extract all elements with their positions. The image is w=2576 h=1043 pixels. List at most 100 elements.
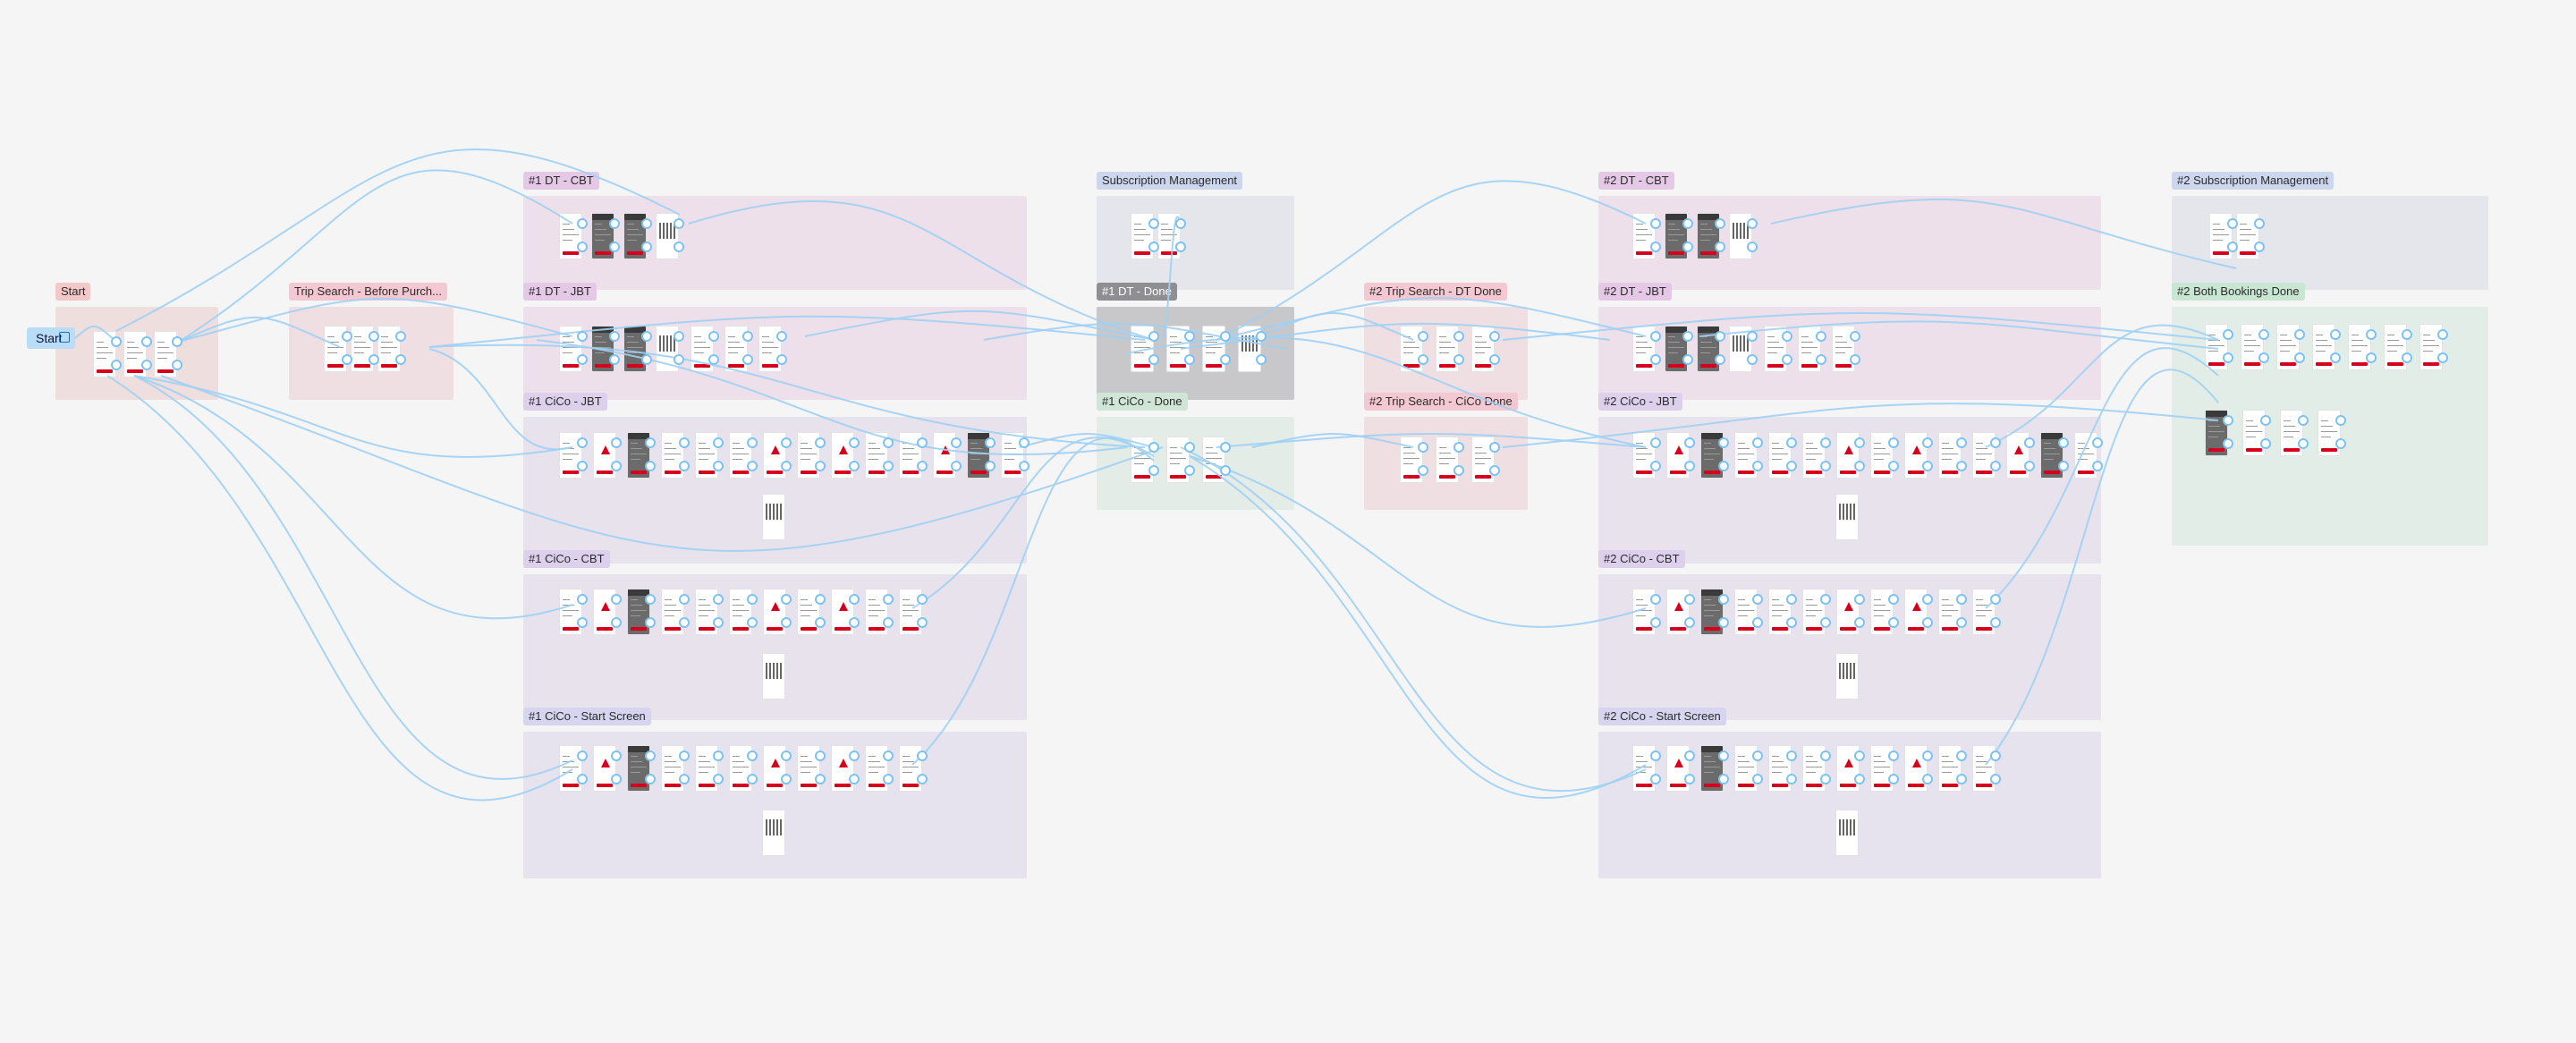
screen-frame[interactable] (1632, 745, 1656, 792)
hotspot-node[interactable] (747, 437, 758, 448)
hotspot-node[interactable] (713, 750, 724, 761)
hotspot-node[interactable] (172, 360, 182, 370)
hotspot-node[interactable] (1650, 617, 1661, 628)
hotspot-node[interactable] (2335, 415, 2346, 426)
hotspot-node[interactable] (1175, 218, 1186, 229)
hotspot-node[interactable] (609, 242, 620, 252)
screen-frame[interactable] (1157, 213, 1181, 259)
screen-frame[interactable] (1835, 653, 1859, 700)
hotspot-node[interactable] (679, 774, 690, 784)
hotspot-node[interactable] (917, 594, 928, 605)
hotspot-node[interactable] (1820, 437, 1831, 448)
hotspot-node[interactable] (1220, 442, 1231, 453)
hotspot-node[interactable] (1184, 354, 1195, 365)
hotspot-node[interactable] (1747, 354, 1758, 365)
hotspot-node[interactable] (708, 331, 719, 342)
section-label-cico1-start-screen[interactable]: #1 CiCo - Start Screen (523, 708, 651, 725)
hotspot-node[interactable] (395, 354, 406, 365)
hotspot-node[interactable] (1718, 437, 1729, 448)
hotspot-node[interactable] (1718, 774, 1729, 784)
hotspot-node[interactable] (1220, 465, 1231, 476)
hotspot-node[interactable] (2298, 438, 2309, 449)
screen-frame[interactable] (762, 810, 785, 856)
screen-frame[interactable] (758, 326, 782, 372)
hotspot-node[interactable] (1922, 750, 1933, 761)
screen-frame[interactable] (797, 745, 820, 792)
hotspot-node[interactable] (577, 774, 588, 784)
hotspot-node[interactable] (369, 354, 379, 365)
hotspot-node[interactable] (713, 594, 724, 605)
hotspot-node[interactable] (1682, 331, 1693, 342)
section-label-cico2-cbt[interactable]: #2 CiCo - CBT (1598, 550, 1685, 568)
hotspot-node[interactable] (674, 218, 684, 229)
hotspot-node[interactable] (747, 750, 758, 761)
hotspot-node[interactable] (1256, 354, 1267, 365)
hotspot-node[interactable] (1148, 465, 1159, 476)
hotspot-node[interactable] (577, 331, 588, 342)
hotspot-node[interactable] (1888, 617, 1899, 628)
hotspot-node[interactable] (395, 331, 406, 342)
screen-frame[interactable] (1835, 494, 1859, 540)
hotspot-node[interactable] (713, 617, 724, 628)
hotspot-node[interactable] (141, 336, 152, 347)
hotspot-node[interactable] (1752, 750, 1763, 761)
hotspot-node[interactable] (2254, 218, 2265, 229)
hotspot-node[interactable] (369, 331, 379, 342)
hotspot-node[interactable] (849, 461, 860, 471)
hotspot-node[interactable] (1786, 437, 1797, 448)
hotspot-node[interactable] (1820, 617, 1831, 628)
hotspot-node[interactable] (2402, 329, 2412, 340)
hotspot-node[interactable] (1786, 617, 1797, 628)
hotspot-node[interactable] (2223, 438, 2233, 449)
hotspot-node[interactable] (1682, 218, 1693, 229)
hotspot-node[interactable] (1990, 437, 2001, 448)
hotspot-node[interactable] (1418, 442, 1428, 453)
hotspot-node[interactable] (2298, 415, 2309, 426)
hotspot-node[interactable] (917, 617, 928, 628)
hotspot-node[interactable] (2294, 329, 2305, 340)
hotspot-node[interactable] (2366, 329, 2377, 340)
hotspot-node[interactable] (1820, 750, 1831, 761)
hotspot-node[interactable] (2437, 352, 2448, 363)
hotspot-node[interactable] (2223, 329, 2233, 340)
screen-frame[interactable] (763, 432, 786, 479)
section-label-dt1-jbt[interactable]: #1 DT - JBT (523, 283, 597, 301)
hotspot-node[interactable] (1786, 774, 1797, 784)
hotspot-node[interactable] (679, 594, 690, 605)
hotspot-node[interactable] (1682, 242, 1693, 252)
hotspot-node[interactable] (1816, 354, 1826, 365)
section-label-cico2-jbt[interactable]: #2 CiCo - JBT (1598, 393, 1682, 411)
hotspot-node[interactable] (1850, 331, 1860, 342)
hotspot-node[interactable] (1786, 461, 1797, 471)
screen-frame[interactable] (762, 653, 785, 700)
section-label-trip-search-before-purchase[interactable]: Trip Search - Before Purch... (289, 283, 447, 301)
hotspot-node[interactable] (1747, 242, 1758, 252)
hotspot-node[interactable] (1684, 437, 1695, 448)
hotspot-node[interactable] (1148, 242, 1159, 252)
hotspot-node[interactable] (645, 750, 656, 761)
screen-frame[interactable] (2276, 324, 2300, 370)
hotspot-node[interactable] (2223, 352, 2233, 363)
hotspot-node[interactable] (2335, 438, 2346, 449)
hotspot-node[interactable] (1752, 461, 1763, 471)
hotspot-node[interactable] (815, 437, 826, 448)
hotspot-node[interactable] (645, 461, 656, 471)
hotspot-node[interactable] (1489, 465, 1500, 476)
hotspot-node[interactable] (2294, 352, 2305, 363)
hotspot-node[interactable] (1820, 594, 1831, 605)
hotspot-node[interactable] (883, 437, 894, 448)
screen-frame[interactable] (724, 326, 748, 372)
hotspot-node[interactable] (815, 594, 826, 605)
hotspot-node[interactable] (1650, 218, 1661, 229)
section-label-dt1-cbt[interactable]: #1 DT - CBT (523, 172, 599, 190)
hotspot-node[interactable] (2258, 329, 2269, 340)
hotspot-node[interactable] (1453, 331, 1464, 342)
hotspot-node[interactable] (679, 617, 690, 628)
hotspot-node[interactable] (1019, 437, 1030, 448)
screen-frame[interactable] (1870, 432, 1894, 479)
hotspot-node[interactable] (641, 242, 652, 252)
screen-frame[interactable] (695, 589, 718, 635)
hotspot-node[interactable] (1650, 594, 1661, 605)
hotspot-node[interactable] (708, 354, 719, 365)
hotspot-node[interactable] (1752, 437, 1763, 448)
